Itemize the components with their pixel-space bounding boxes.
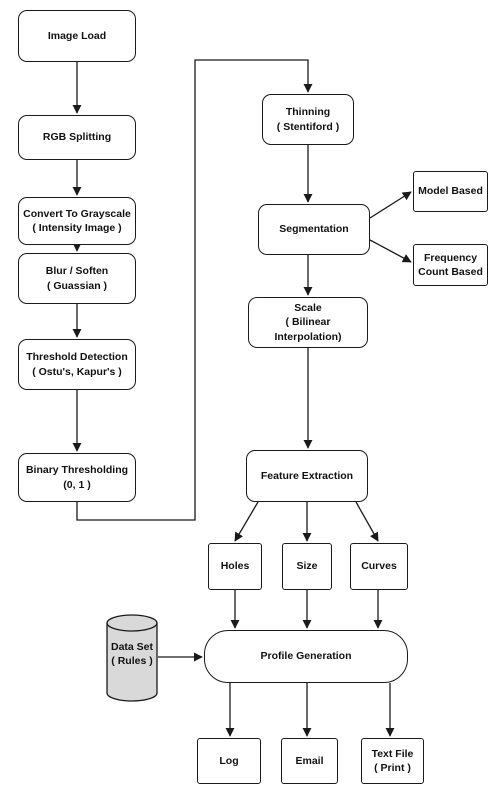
node-model-based: Model Based xyxy=(413,171,488,212)
node-binary-thresholding: Binary Thresholding (0, 1 ) xyxy=(18,453,136,502)
node-feature-extraction: Feature Extraction xyxy=(246,450,368,502)
arrow-feature-holes xyxy=(234,501,259,542)
node-log: Log xyxy=(197,738,261,784)
data-set-label: Data Set ( Rules ) xyxy=(110,641,153,668)
arrow-feature-curves xyxy=(355,501,379,542)
node-email: Email xyxy=(281,738,338,784)
node-segmentation: Segmentation xyxy=(258,204,370,255)
arrow-segmentation-frequency xyxy=(369,239,412,263)
node-image-load: Image Load xyxy=(18,10,136,62)
node-thinning: Thinning ( Stentiford ) xyxy=(262,94,354,145)
node-threshold-detection: Threshold Detection ( Ostu's, Kapur's ) xyxy=(18,339,136,390)
node-scale: Scale ( Bilinear Interpolation) xyxy=(248,297,368,348)
node-size: Size xyxy=(282,543,332,590)
node-curves: Curves xyxy=(350,543,408,590)
node-frequency-count-based: Frequency Count Based xyxy=(413,244,488,286)
node-convert-grayscale: Convert To Grayscale ( Intensity Image ) xyxy=(18,197,136,245)
node-holes: Holes xyxy=(208,543,262,590)
node-blur-soften: Blur / Soften ( Guassian ) xyxy=(18,253,136,304)
data-set-cylinder xyxy=(106,614,158,702)
node-rgb-splitting: RGB Splitting xyxy=(18,115,136,160)
node-profile-generation: Profile Generation xyxy=(204,630,408,683)
node-text-file: Text File ( Print ) xyxy=(361,738,424,784)
arrow-binary-thinning xyxy=(76,59,313,521)
arrow-segmentation-modelbased xyxy=(369,191,412,219)
